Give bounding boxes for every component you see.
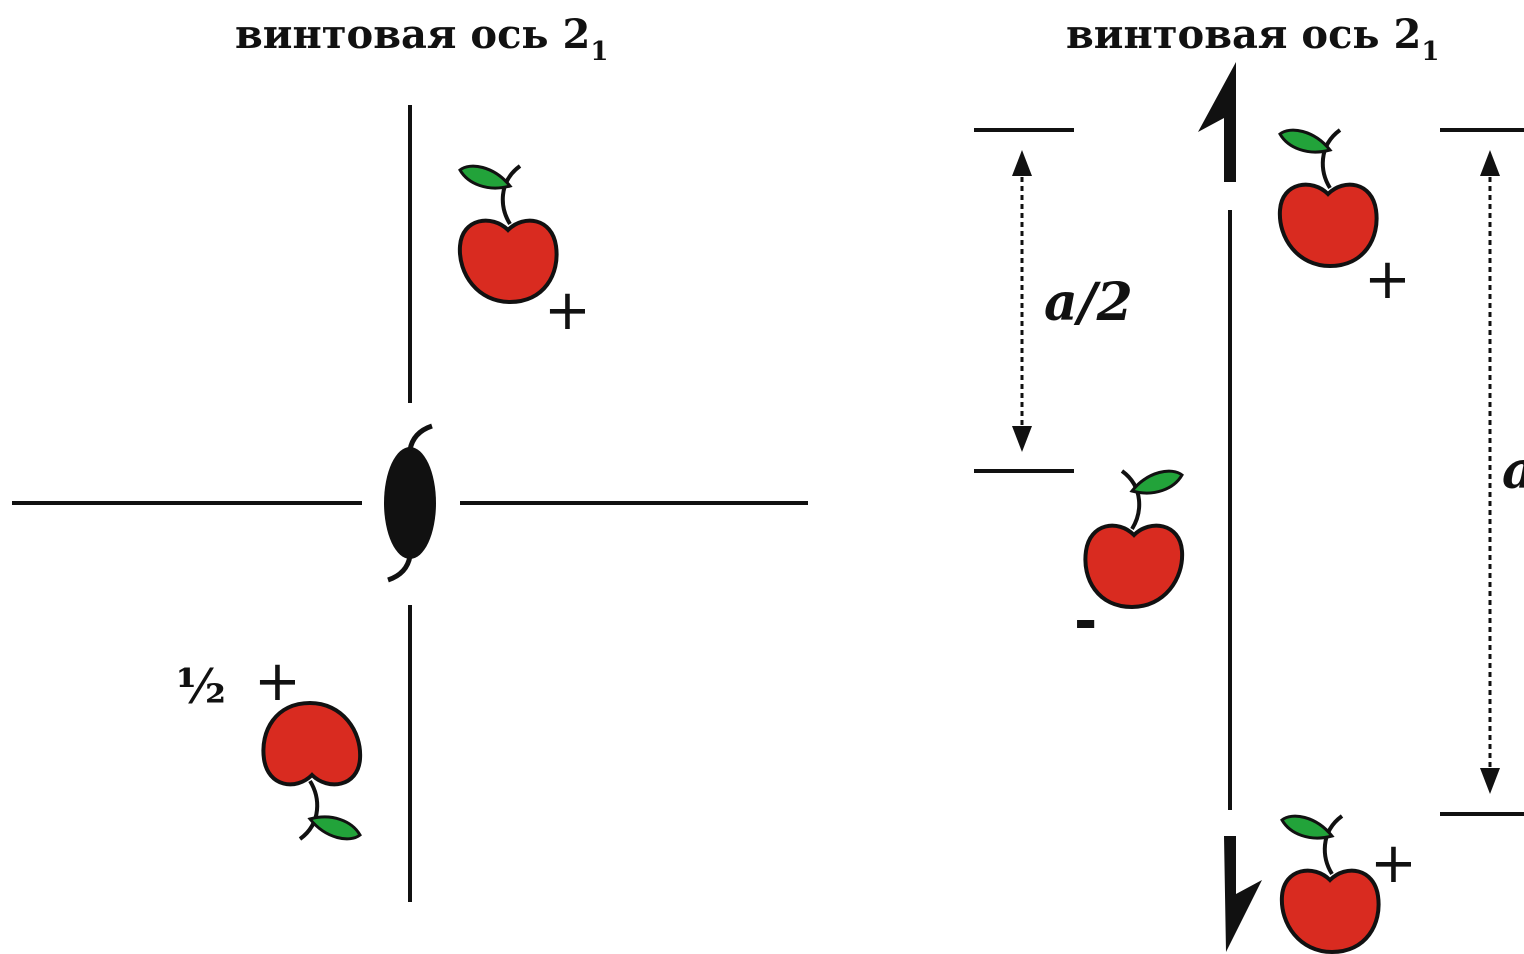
right-top-apple-sign: + xyxy=(1364,247,1411,312)
left-upper-apple-sign: + xyxy=(544,278,591,343)
half-translation-label: a/2 xyxy=(1044,272,1133,333)
full-translation-dimension xyxy=(1480,150,1500,794)
two-fold-screw-axis-symbol xyxy=(384,423,436,583)
right-title: винтовая ось 21 xyxy=(1066,11,1439,67)
apple-icon xyxy=(261,701,363,841)
half-arrow-up xyxy=(1198,62,1236,182)
right-title-text: винтовая ось 2 xyxy=(1066,11,1421,58)
right-title-subscript: 1 xyxy=(1421,37,1439,67)
apple-icon xyxy=(1279,814,1381,954)
half-arrow-down xyxy=(1224,836,1262,952)
apple-icon xyxy=(1083,469,1185,609)
left-title-text: винтовая ось 2 xyxy=(235,11,590,58)
right-panel: винтовая ось 21 a/2 a + - + xyxy=(974,11,1524,954)
apple-icon xyxy=(457,164,559,304)
left-title: винтовая ось 21 xyxy=(235,11,608,67)
left-lower-apple-sign: + xyxy=(254,649,301,714)
right-middle-apple-sign: - xyxy=(1074,589,1097,654)
left-lower-apple-fraction: ½ xyxy=(176,659,226,715)
full-translation-label: a xyxy=(1502,440,1524,501)
right-bottom-apple-sign: + xyxy=(1370,831,1417,896)
left-title-subscript: 1 xyxy=(590,37,608,67)
half-translation-dimension xyxy=(1012,150,1032,452)
apple-icon xyxy=(1277,128,1379,268)
left-panel: винтовая ось 21 + ½ + xyxy=(12,11,808,902)
